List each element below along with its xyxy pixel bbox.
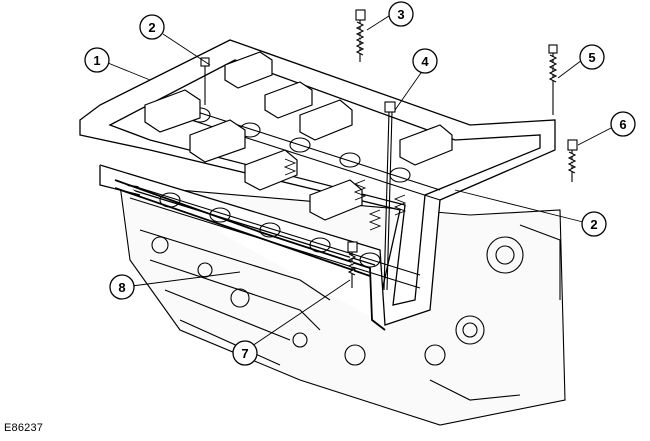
callout-2-top: 2 — [139, 14, 165, 40]
callout-7: 7 — [232, 340, 258, 366]
callout-1-label: 1 — [93, 53, 100, 68]
cylinder-head-block — [119, 184, 566, 426]
cam-cover-gasket — [114, 179, 386, 331]
callout-2-top-label: 2 — [148, 20, 155, 35]
callout-3: 3 — [388, 1, 414, 27]
callout-6-label: 6 — [619, 117, 626, 132]
callout-1: 1 — [84, 47, 110, 73]
valve-springs — [283, 158, 407, 231]
callout-4: 4 — [412, 48, 438, 74]
callout-6: 6 — [610, 111, 636, 137]
callout-2-right-label: 2 — [590, 217, 597, 232]
callout-3-label: 3 — [397, 7, 404, 22]
callout-8: 8 — [109, 274, 135, 300]
callout-2-right: 2 — [581, 211, 607, 237]
callout-5: 5 — [579, 44, 605, 70]
camshaft-bearing-caps — [144, 51, 453, 221]
callout-7-label: 7 — [241, 346, 248, 361]
leader-lines — [107, 13, 614, 347]
callout-4-label: 4 — [421, 54, 429, 69]
callout-8-label: 8 — [118, 280, 125, 295]
figure-id: E86237 — [4, 422, 44, 434]
callout-5-label: 5 — [588, 50, 595, 65]
